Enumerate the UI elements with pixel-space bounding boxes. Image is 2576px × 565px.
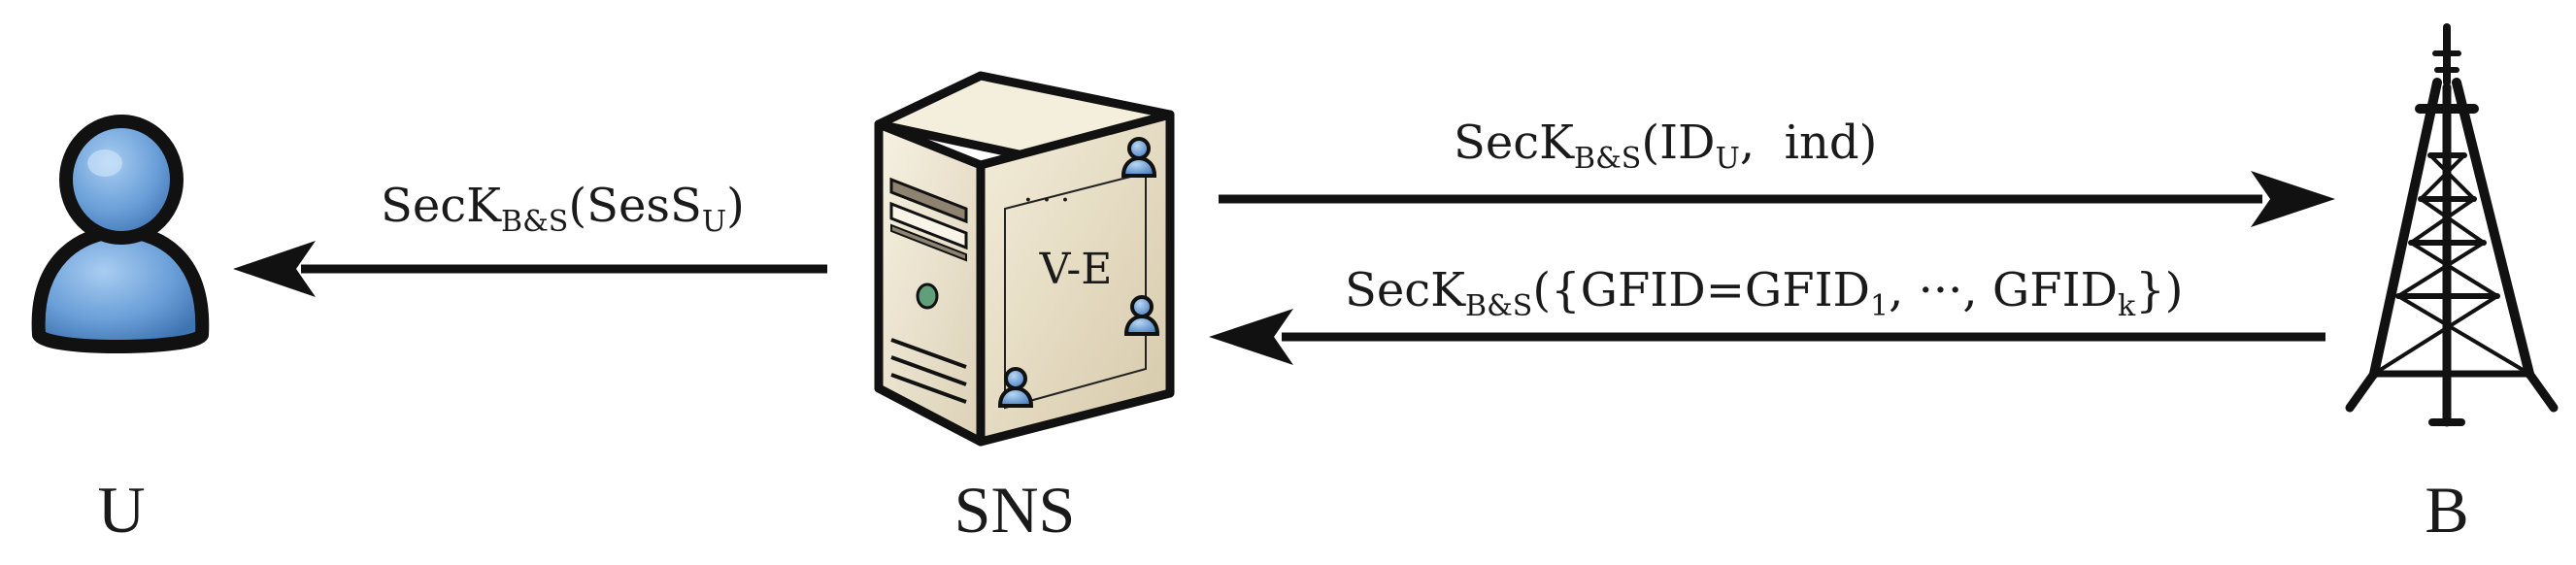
message-prefix: SecK — [1454, 116, 1575, 170]
message-server-to-tower: SecKB&S(IDU, ind) — [1454, 116, 1877, 176]
tower-label: B — [2425, 473, 2468, 547]
message-close: , ind) — [1740, 116, 1878, 170]
user-label: U — [97, 473, 145, 547]
mini-user-icon — [997, 367, 1034, 408]
server-dots: · · · — [1023, 183, 1070, 217]
message-prefix: SecK — [1345, 263, 1466, 317]
arrow-tower-to-server — [1209, 309, 2325, 365]
radio-tower-icon — [2345, 23, 2559, 427]
mini-user-icon — [1121, 137, 1157, 178]
message-open: (ID — [1641, 116, 1715, 170]
arrow-server-to-tower — [1219, 171, 2335, 227]
message-server-to-user: SecKB&S(SesSU) — [381, 179, 745, 239]
message-close: ) — [726, 179, 745, 233]
message-open: ({GFID=GFID — [1532, 263, 1870, 317]
message-close: }) — [2135, 263, 2183, 317]
message-prefix: SecK — [381, 179, 502, 233]
message-arg-subscript: U — [702, 205, 726, 239]
server-icon — [874, 71, 1175, 447]
server-screen-label: V-E — [1039, 245, 1113, 294]
message-subscript-1: 1 — [1870, 289, 1889, 323]
mini-user-icon — [1123, 295, 1160, 336]
message-middle: , ···, GFID — [1889, 263, 2118, 317]
server-label: SNS — [954, 473, 1076, 547]
message-subscript-k: k — [2118, 289, 2136, 323]
arrow-server-to-user — [233, 241, 827, 297]
message-key-subscript: B&S — [1574, 142, 1641, 176]
message-arg-subscript: U — [1716, 142, 1740, 176]
message-key-subscript: B&S — [1465, 289, 1532, 323]
message-tower-to-server: SecKB&S({GFID=GFID1, ···, GFIDk}) — [1345, 263, 2183, 323]
message-open: (SesS — [568, 179, 702, 233]
message-key-subscript: B&S — [501, 205, 568, 239]
user-icon — [31, 115, 210, 353]
